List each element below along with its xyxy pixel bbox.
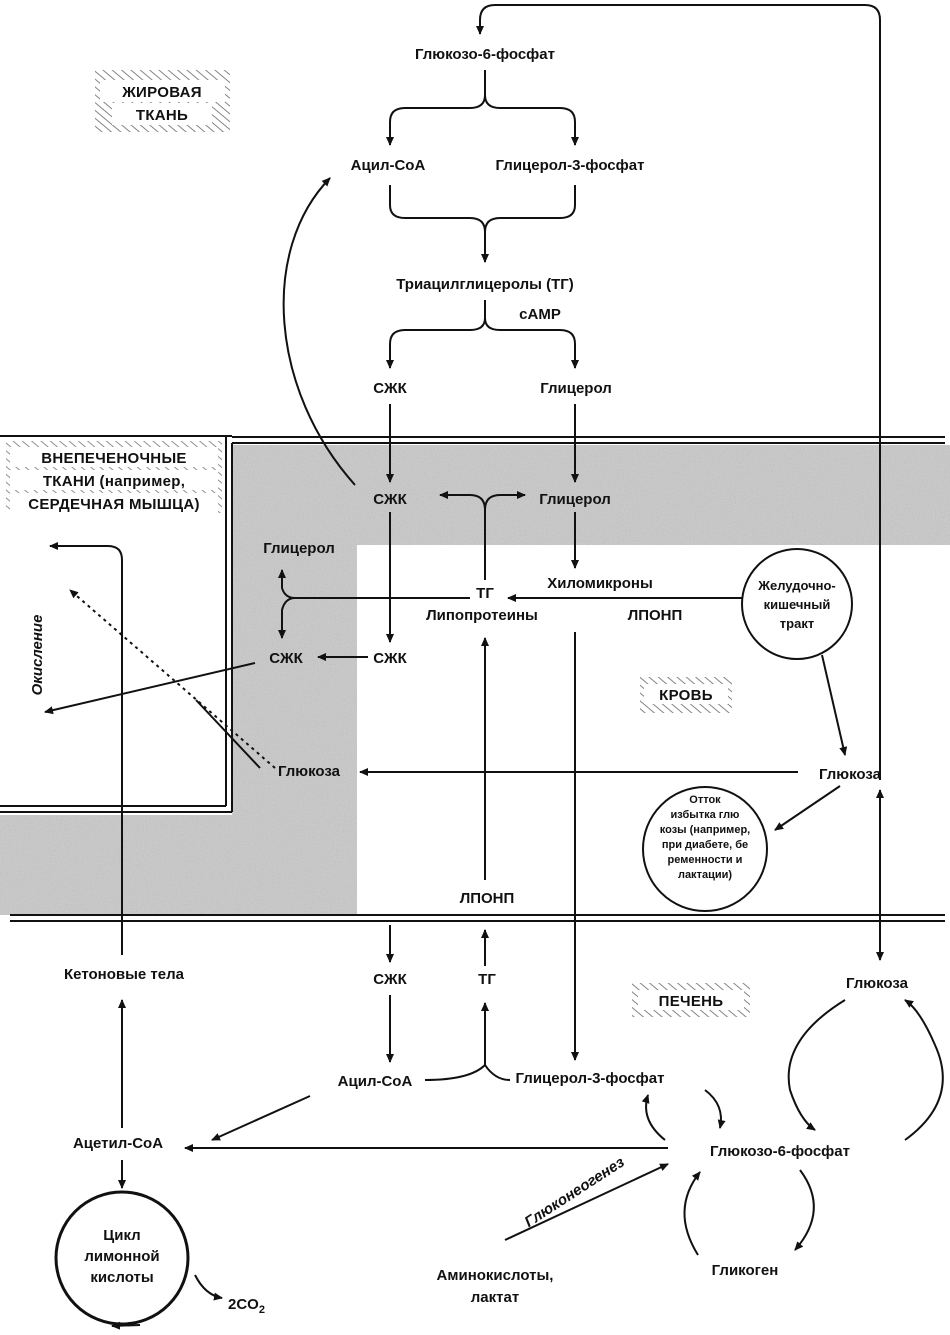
liver-glucose-6-phosphate: Глюкозо-6-фосфат — [710, 1143, 850, 1160]
oxidation-label: Окисление — [29, 615, 46, 696]
blood-glycerol: Глицерол — [539, 491, 611, 508]
blood-ffa: СЖК — [373, 491, 407, 508]
liver-ffa: СЖК — [373, 971, 407, 988]
extrahepatic-glycerol: Глицерол — [263, 540, 335, 557]
tca-line3: кислоты — [90, 1269, 153, 1286]
adipose-glycerol: Глицерол — [540, 380, 612, 397]
region-liver: ПЕЧЕНЬ — [659, 993, 724, 1010]
liver-glycogen: Гликоген — [712, 1262, 779, 1279]
liver-tg: ТГ — [478, 971, 496, 988]
region-extrahepatic-line3: СЕРДЕЧНАЯ МЫШЦА) — [28, 496, 200, 513]
outflow-line3: козы (например, — [660, 824, 750, 836]
blood-vldl-2: ЛПОНП — [460, 890, 515, 907]
adipose-ffa: СЖК — [373, 380, 407, 397]
liver-ketone-bodies: Кетоновые тела — [64, 966, 185, 983]
outflow-line2: избытка глю — [671, 809, 740, 821]
blood-ffa-2: СЖК — [373, 650, 407, 667]
outflow-line6: лактации) — [678, 869, 732, 881]
region-adipose-line2: ТКАНЬ — [136, 107, 188, 124]
blood-glucose: Глюкоза — [819, 766, 882, 783]
citric-acid-cycle-circle — [54, 1190, 190, 1326]
liver-glucose: Глюкоза — [846, 975, 909, 992]
amino-acids-line1: Аминокислоты, — [437, 1267, 554, 1284]
tca-line2: лимонной — [84, 1248, 159, 1265]
extrahepatic-glucose: Глюкоза — [278, 763, 341, 780]
gi-tract-circle — [741, 548, 853, 660]
outflow-line1: Отток — [689, 794, 721, 806]
adipose-glycerol-3-phosphate: Глицерол-3-фосфат — [496, 157, 645, 174]
adipose-acyl-coa: Ацил-СоА — [351, 157, 426, 174]
blood-lipoproteins: Липопротеины — [426, 607, 538, 624]
region-extrahepatic-line2: ТКАНИ (например, — [43, 473, 185, 490]
liver-acetyl-coa: Ацетил-СоА — [73, 1135, 163, 1152]
region-blood: КРОВЬ — [659, 687, 713, 704]
gi-tract-line1: Желудочно- — [757, 578, 836, 593]
blood-vldl: ЛПОНП — [628, 607, 683, 624]
region-adipose-line1: ЖИРОВАЯ — [121, 84, 202, 101]
blood-tg: ТГ — [476, 585, 494, 602]
gluconeogenesis-label: Глюконеогенез — [521, 1153, 627, 1230]
oxidation-dashed-arrows — [69, 589, 276, 769]
glucose-outflow-circle — [642, 786, 768, 912]
outflow-line5: ременности и — [668, 854, 743, 866]
liver-glycerol-3-phosphate: Глицерол-3-фосфат — [516, 1070, 665, 1087]
amino-acids-line2: лактат — [471, 1289, 519, 1306]
compartment-borders — [0, 435, 945, 922]
co2-label: 2CO2 — [228, 1296, 265, 1316]
gi-tract-line2: кишечный — [764, 597, 831, 612]
gi-tract-line3: тракт — [780, 616, 814, 631]
tca-line1: Цикл — [103, 1227, 140, 1244]
outflow-line4: при диабете, бе — [662, 839, 748, 851]
liver-acyl-coa: Ацил-СоА — [338, 1073, 413, 1090]
shaded-membrane-areas — [0, 445, 950, 915]
extrahepatic-ffa: СЖК — [269, 650, 303, 667]
adipose-glucose-6-phosphate: Глюкозо-6-фосфат — [415, 46, 555, 63]
adipose-camp: cAMP — [519, 306, 561, 323]
pathway-arrows — [44, 4, 944, 1330]
adipose-triacylglycerols: Триацилглицеролы (ТГ) — [396, 276, 574, 293]
region-extrahepatic-line1: ВНЕПЕЧЕНОЧНЫЕ — [41, 450, 186, 467]
blood-chylomicrons: Хиломикроны — [547, 575, 653, 592]
